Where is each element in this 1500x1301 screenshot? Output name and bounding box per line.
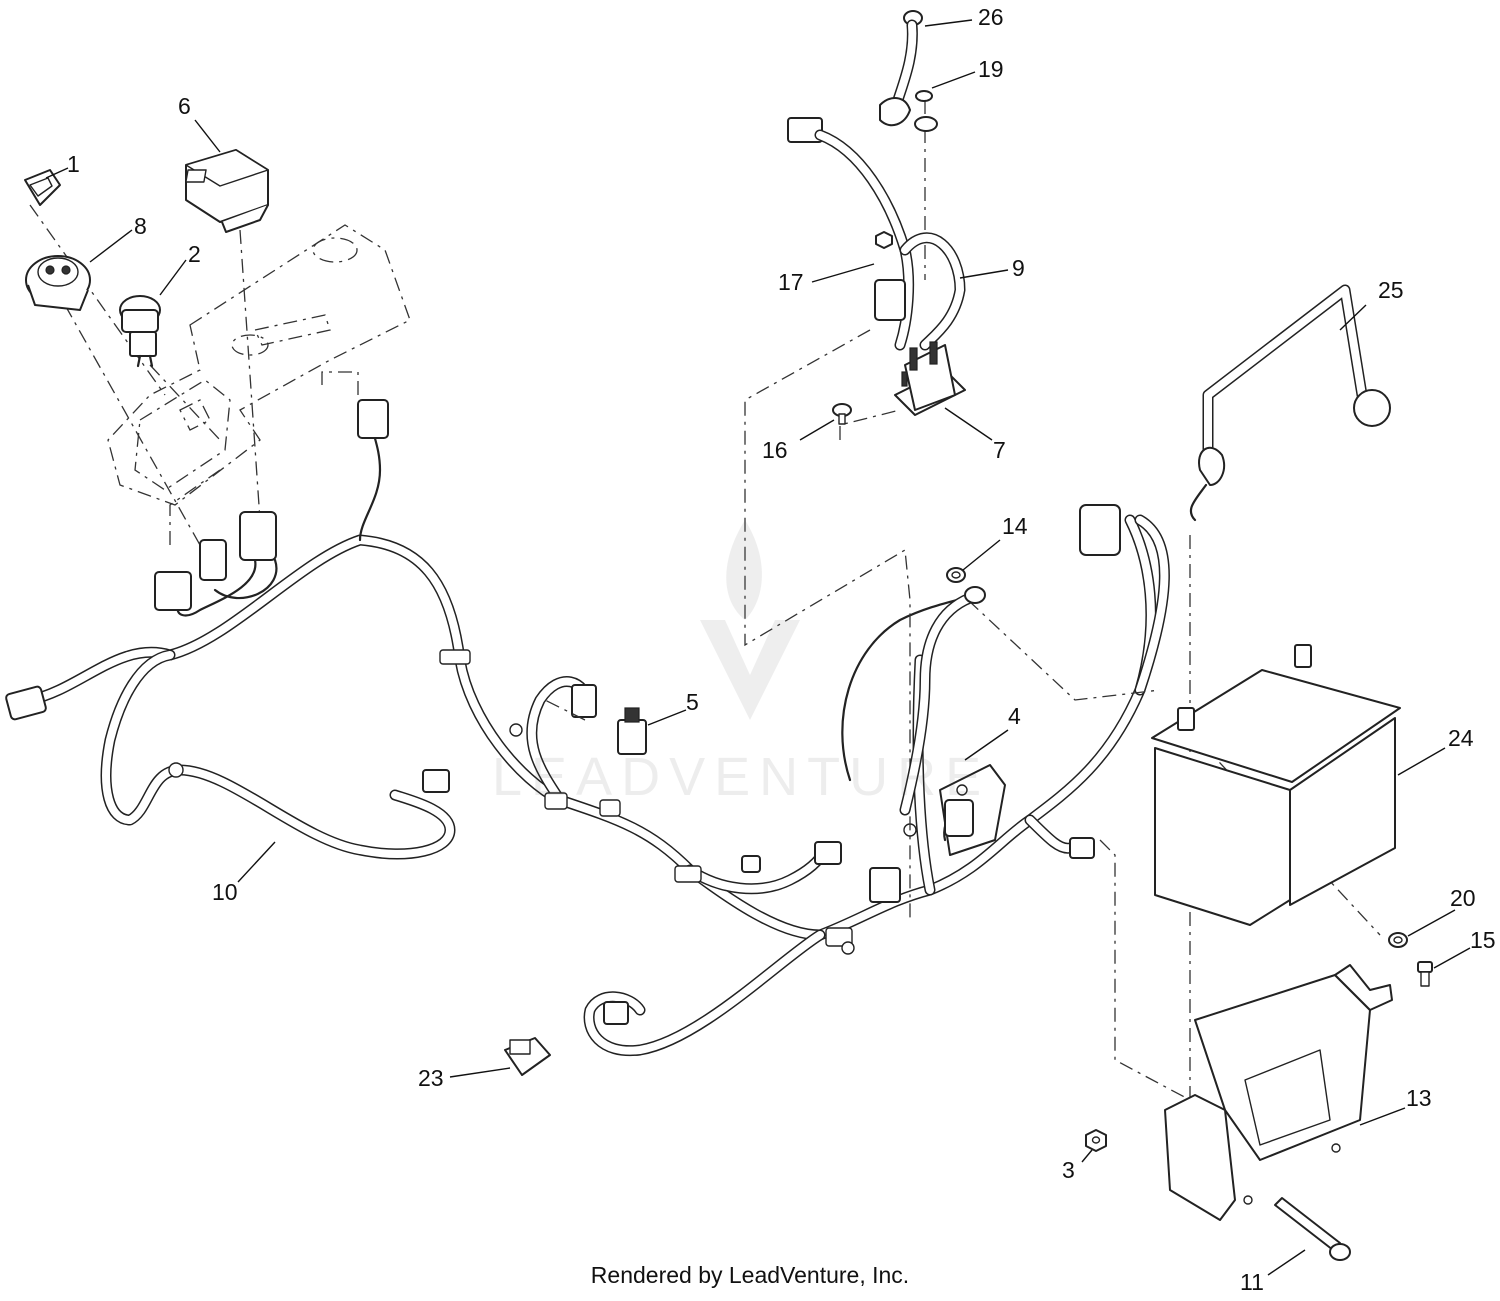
callout-23: 23 <box>418 1065 444 1091</box>
screw-part-16 <box>832 403 852 425</box>
ground-cable <box>899 586 986 816</box>
pto-switch-part-2 <box>119 295 161 368</box>
control-panel <box>107 224 411 506</box>
callout-19: 19 <box>978 56 1004 82</box>
relay-part-4 <box>939 764 1006 856</box>
callout-8: 8 <box>134 213 147 239</box>
callout-5: 5 <box>686 689 699 715</box>
bolt-part-11 <box>1274 1197 1351 1261</box>
hour-meter-part-6 <box>185 149 269 233</box>
sub-harness-part-9 <box>787 117 966 351</box>
hold-down-rod-part-25 <box>1189 284 1391 522</box>
callout-numbers: 1 6 8 2 26 19 9 17 25 16 7 14 5 4 24 10 … <box>67 4 1496 1295</box>
callout-17: 17 <box>778 269 804 295</box>
screw-part-19 <box>914 90 938 132</box>
wiring-harness <box>5 399 1170 1057</box>
assembly-lines <box>29 100 1381 1110</box>
watermark: LEADVENTURE <box>492 520 990 807</box>
callout-6: 6 <box>178 93 191 119</box>
watermark-text: LEADVENTURE <box>492 747 990 807</box>
callout-7: 7 <box>993 437 1006 463</box>
callout-10: 10 <box>212 879 238 905</box>
battery-cable-part-26 <box>879 10 923 127</box>
solenoid-part-7 <box>894 341 966 416</box>
callout-3: 3 <box>1062 1157 1075 1183</box>
callout-14: 14 <box>1002 513 1028 539</box>
key-part-1 <box>24 169 61 206</box>
seat-switch-part-23 <box>504 1037 551 1076</box>
nut-part-3 <box>1085 1129 1107 1152</box>
battery-tray-part-13 <box>1164 964 1393 1221</box>
washer-part-20 <box>1388 932 1408 948</box>
fuse-holder-part-5 <box>617 707 647 755</box>
footer-credit: Rendered by LeadVenture, Inc. <box>590 1262 910 1288</box>
washer-part-14 <box>946 567 966 583</box>
callout-20: 20 <box>1450 885 1476 911</box>
panel-connectors <box>154 511 277 611</box>
callout-16: 16 <box>762 437 788 463</box>
callout-25: 25 <box>1378 277 1404 303</box>
callout-15: 15 <box>1470 927 1496 953</box>
callout-4: 4 <box>1008 703 1021 729</box>
callout-2: 2 <box>188 241 201 267</box>
leader-lines <box>45 19 1471 1276</box>
nut-part-17 <box>875 231 893 249</box>
bolt-part-15 <box>1417 961 1433 987</box>
callout-24: 24 <box>1448 725 1474 751</box>
callout-11: 11 <box>1240 1269 1264 1295</box>
battery-part-24 <box>1151 644 1401 926</box>
ignition-switch-part-8 <box>25 255 91 311</box>
callout-9: 9 <box>1012 255 1025 281</box>
callout-1: 1 <box>67 151 80 177</box>
callout-13: 13 <box>1406 1085 1432 1111</box>
callout-26: 26 <box>978 4 1004 30</box>
